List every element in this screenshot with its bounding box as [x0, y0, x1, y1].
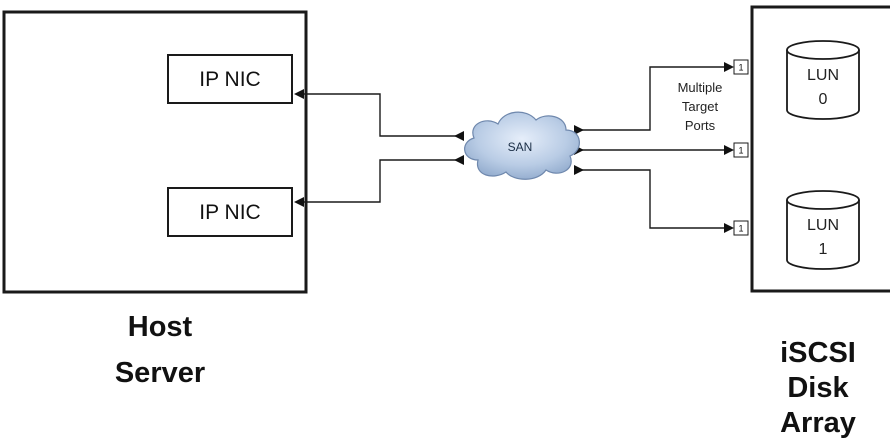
link-san-port3	[574, 165, 734, 233]
nic-label: IP NIC	[199, 201, 260, 224]
link-san-port1	[574, 62, 734, 135]
array-label-line3: Array	[780, 407, 856, 439]
lun-id: 0	[819, 91, 828, 108]
target-ports-label-line3: Ports	[685, 118, 716, 133]
host-label-line2: Server	[115, 357, 205, 389]
target-port: 1	[733, 142, 749, 158]
lun-1-disk-icon: LUN 1	[786, 190, 860, 270]
target-port: 1	[733, 59, 749, 75]
san-label: SAN	[508, 140, 533, 154]
target-ports-label-line1: Multiple	[678, 80, 723, 95]
link-nic-bottom-san	[294, 155, 464, 207]
target-ports-label-line2: Target	[682, 99, 719, 114]
nic-bottom: IP NIC	[167, 187, 293, 237]
svg-text:1: 1	[738, 224, 743, 234]
lun-id: 1	[819, 241, 828, 258]
svg-text:1: 1	[738, 146, 743, 156]
lun-name: LUN	[807, 217, 839, 234]
nic-top: IP NIC	[167, 54, 293, 104]
san-cloud-icon: SAN	[464, 111, 580, 180]
array-label-line1: iSCSI	[780, 337, 856, 369]
lun-name: LUN	[807, 67, 839, 84]
lun-0-disk-icon: LUN 0	[786, 40, 860, 120]
link-nic-top-san	[294, 89, 464, 141]
host-label-line1: Host	[128, 311, 193, 343]
svg-text:1: 1	[738, 63, 743, 73]
array-label-line2: Disk	[787, 372, 849, 404]
nic-label: IP NIC	[199, 68, 260, 91]
target-port: 1	[733, 220, 749, 236]
